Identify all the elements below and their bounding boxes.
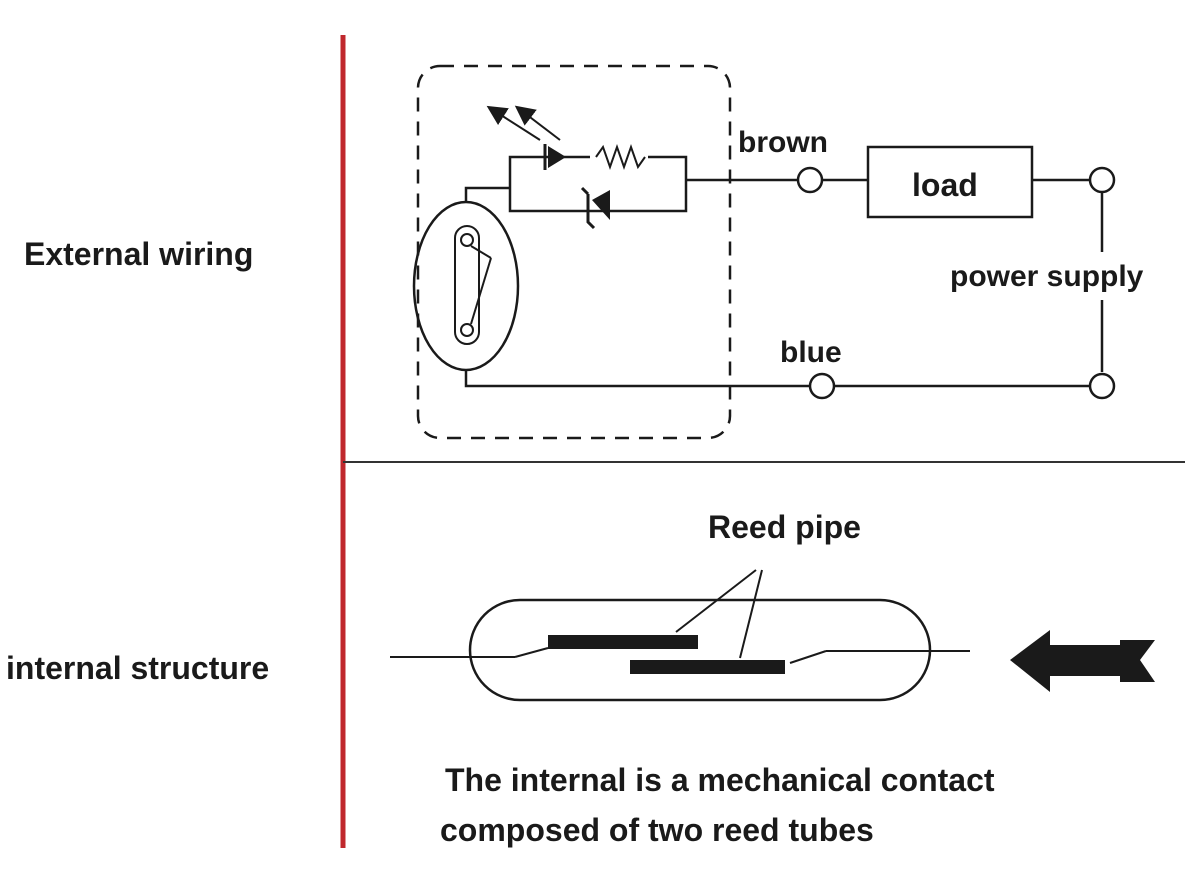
brown-wire-label: brown bbox=[738, 126, 828, 159]
reed-tube bbox=[390, 569, 970, 702]
reed-pipe-label: Reed pipe bbox=[708, 509, 861, 545]
zener-diode-icon bbox=[580, 186, 610, 230]
caption-line-2: composed of two reed tubes bbox=[440, 812, 874, 848]
internal-structure-label: internal structure bbox=[6, 650, 270, 686]
load-label: load bbox=[912, 167, 978, 203]
resistor-icon bbox=[590, 143, 648, 171]
caption-line-1: The internal is a mechanical contact bbox=[445, 762, 995, 798]
power-supply-label: power supply bbox=[950, 260, 1144, 293]
external-wiring-label: External wiring bbox=[24, 236, 254, 272]
magnet-arrow-icon bbox=[1010, 630, 1155, 692]
led-icon bbox=[486, 105, 566, 170]
reed-switch-symbol bbox=[412, 200, 520, 372]
external-circuit bbox=[796, 145, 1116, 400]
blue-wire-label: blue bbox=[780, 336, 842, 369]
